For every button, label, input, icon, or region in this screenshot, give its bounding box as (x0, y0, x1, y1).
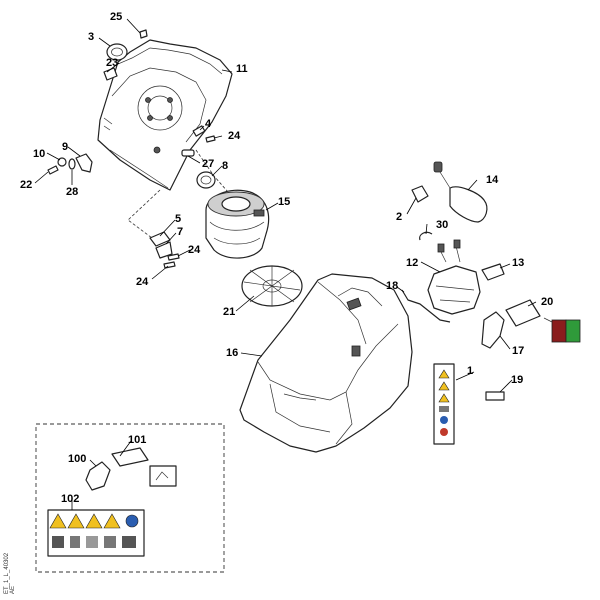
assembly-line-left (127, 189, 161, 245)
bushing-part-27 (181, 149, 195, 157)
clip-part-30 (419, 231, 433, 241)
screw-part-24-low (163, 261, 176, 269)
label-1: 1 (467, 365, 473, 377)
label-3: 3 (88, 31, 94, 43)
label-11: 11 (236, 63, 248, 75)
label-12: 12 (406, 257, 418, 269)
label-22: 22 (20, 179, 32, 191)
label-14: 14 (486, 174, 499, 186)
housing-part-16 (239, 273, 413, 453)
bearing-part-8 (196, 171, 216, 189)
label-23: 23 (106, 57, 118, 69)
label-13: 13 (512, 257, 524, 269)
decal-part-101 (111, 447, 177, 487)
label-4: 4 (205, 118, 212, 130)
label-17: 17 (512, 345, 524, 357)
label-15: 15 (278, 196, 290, 208)
label-7: 7 (177, 226, 183, 238)
document-id-suffix: AE (10, 586, 16, 594)
label-27: 27 (202, 158, 214, 170)
label-9: 9 (62, 141, 68, 153)
label-16: 16 (226, 347, 238, 359)
fan-part-21 (241, 265, 303, 307)
bearing-ring-part-3 (106, 43, 128, 61)
label-24-top: 24 (228, 130, 241, 142)
label-102: 102 (61, 493, 79, 505)
label-part-19 (485, 391, 505, 401)
kit-box (35, 423, 225, 573)
label-28: 28 (66, 186, 78, 198)
screw-part-24-top (205, 135, 216, 143)
switch-housing-part-12 (427, 239, 481, 315)
motor-part-15 (205, 189, 270, 259)
warning-label-part-1 (433, 363, 455, 445)
label-10: 10 (33, 148, 45, 160)
label-24-low: 24 (136, 276, 149, 288)
rod-part-18 (401, 289, 451, 323)
label-24-mid: 24 (188, 244, 201, 256)
leader-lines (34, 18, 537, 510)
label-18: 18 (386, 280, 398, 292)
housing-plate-part-11 (97, 39, 233, 191)
label-25: 25 (110, 11, 122, 23)
screw-part-22 (47, 165, 59, 175)
bracket-part-9 (75, 153, 93, 173)
label-5: 5 (175, 213, 181, 225)
bracket-part-100 (85, 461, 111, 491)
part-labels: 25 3 23 11 4 24 10 9 22 28 27 8 14 2 15 … (20, 11, 553, 505)
switch-part-14 (433, 161, 488, 223)
label-20: 20 (541, 296, 553, 308)
label-100: 100 (68, 453, 86, 465)
spring-part-28 (68, 158, 76, 170)
cable-clamp-part-2 (411, 185, 429, 203)
cover-part-13 (481, 263, 505, 281)
decal-part-20 (505, 299, 581, 343)
label-8: 8 (222, 160, 228, 172)
label-19: 19 (511, 374, 523, 386)
label-101: 101 (128, 434, 146, 446)
bracket-part-7 (155, 241, 173, 259)
document-id: ET_1_L_40302 (4, 552, 10, 594)
warning-label-part-102 (47, 509, 145, 557)
lever-part-17 (481, 311, 505, 349)
label-21: 21 (223, 306, 235, 318)
label-30: 30 (436, 219, 448, 231)
assembly-line-right (195, 149, 229, 193)
label-2: 2 (396, 211, 402, 223)
screw-part-25 (139, 29, 148, 39)
screw-part-24-mid (167, 253, 180, 261)
